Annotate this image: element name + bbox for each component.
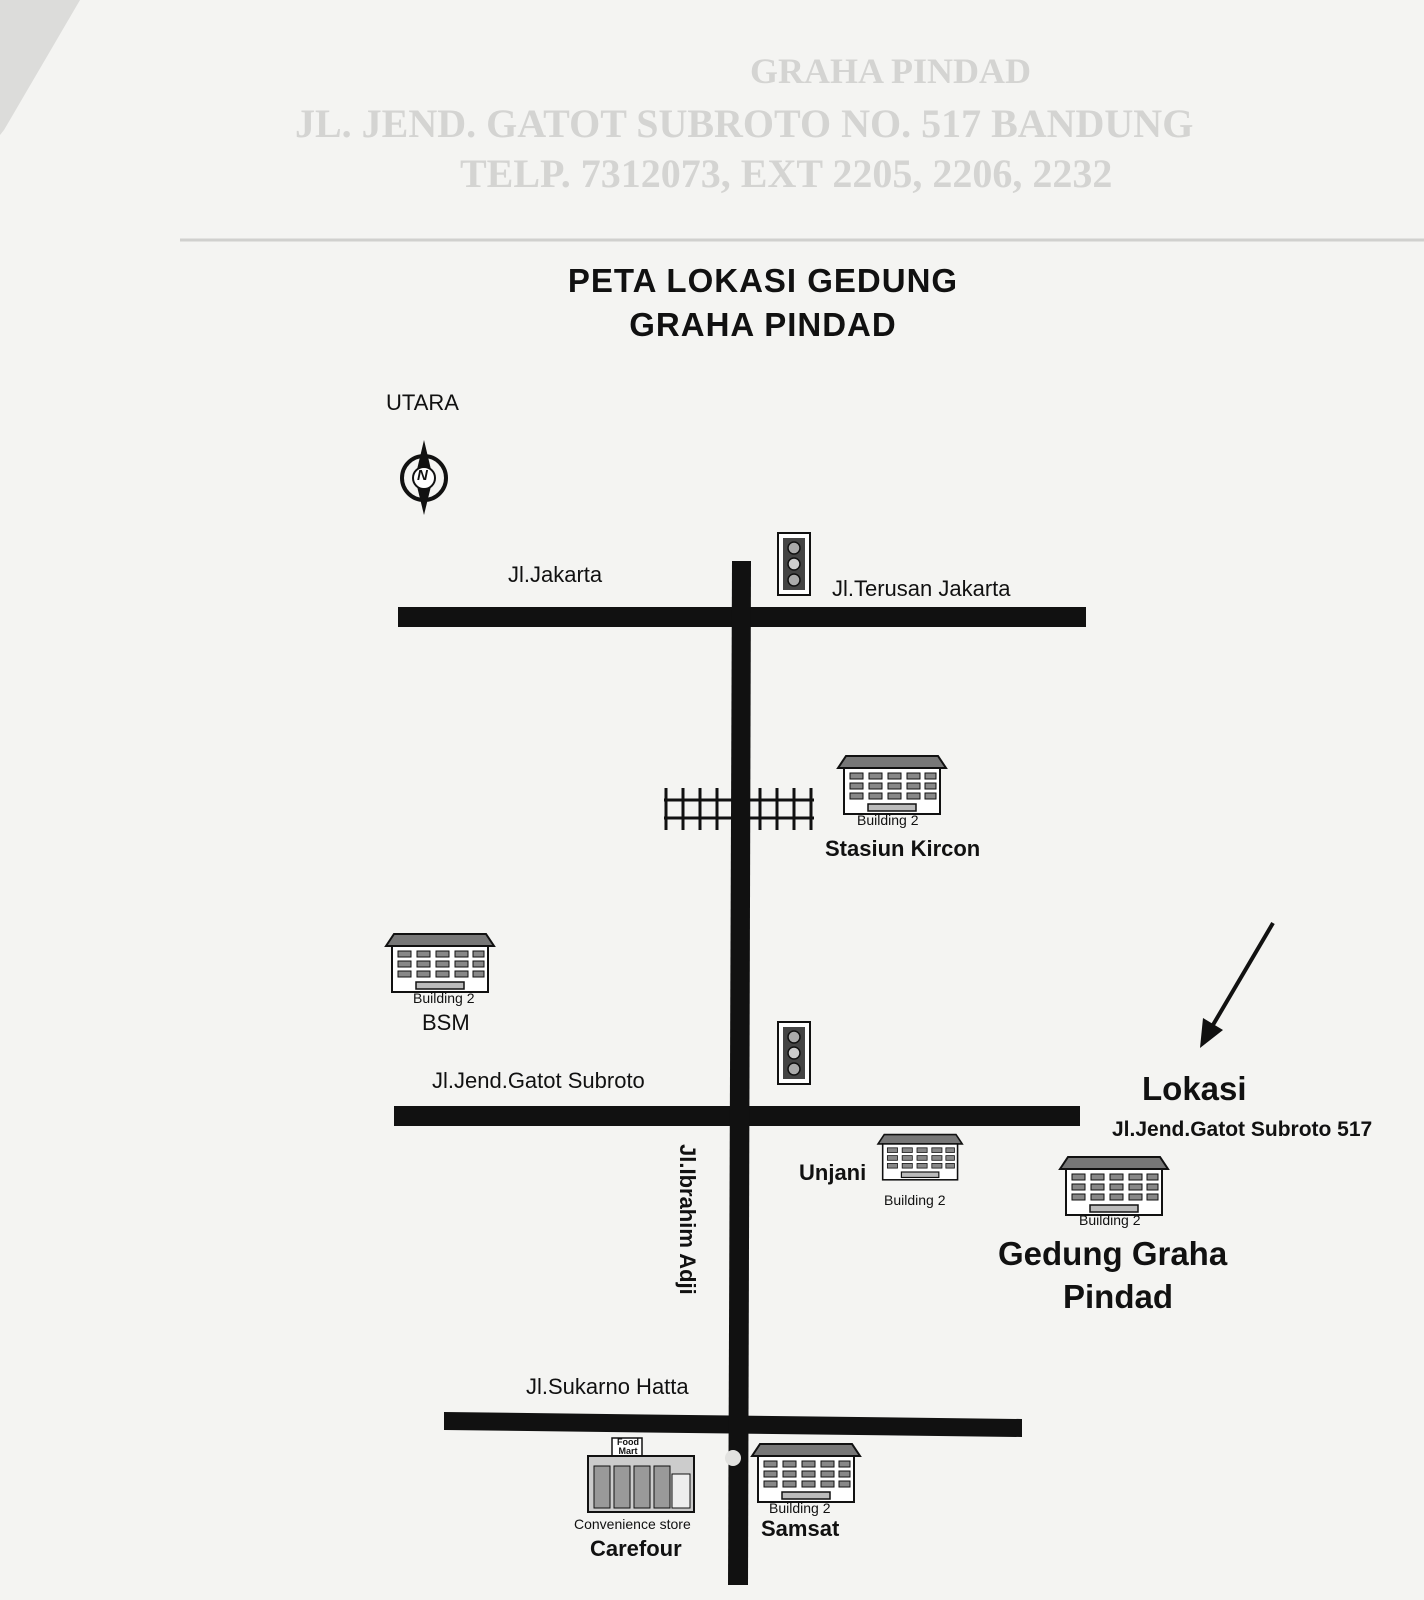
intersection-mark [725, 1450, 741, 1466]
traffic-light-icon [777, 532, 811, 596]
stasiun-kircon-label: Stasiun Kircon [825, 836, 981, 861]
samsat-caption: Building 2 [769, 1500, 831, 1516]
location-address: Jl.Jend.Gatot Subroto 517 [1112, 1118, 1373, 1141]
road-label-ibrahim-adji: Jl.Ibrahim Adji [675, 1144, 700, 1295]
page-title-line1: PETA LOKASI GEDUNG [567, 262, 959, 299]
building-icon [877, 1133, 964, 1181]
road-label-terusan-jakarta: Jl.Terusan Jakarta [832, 576, 1011, 601]
carefour-caption: Convenience store [574, 1516, 691, 1532]
page-title-line2: GRAHA PINDAD [629, 306, 897, 343]
graha-pindad-caption: Building 2 [1079, 1212, 1141, 1228]
bsm-label: BSM [422, 1010, 470, 1035]
traffic-light-icon [777, 1021, 811, 1085]
building-icon [1059, 1156, 1169, 1216]
graha-pindad-label-line2: Pindad [1063, 1278, 1174, 1315]
paper-fold [0, 0, 80, 135]
compass-letter: N [417, 467, 428, 484]
bsm-caption: Building 2 [413, 990, 475, 1006]
letterhead-line3: TELP. 7312073, EXT 2205, 2206, 2232 [460, 151, 1113, 196]
building-icon [837, 755, 947, 815]
samsat-label: Samsat [761, 1516, 840, 1541]
unjani-caption: Building 2 [884, 1192, 946, 1208]
carefour-sign: Food Mart [617, 1437, 639, 1456]
carefour-label: Carefour [590, 1536, 682, 1561]
building-icon [385, 933, 495, 993]
location-title: Lokasi [1142, 1070, 1247, 1107]
railway-icon [664, 788, 814, 830]
compass-label: UTARA [386, 390, 459, 415]
road-label-jakarta: Jl.Jakarta [508, 562, 603, 587]
stasiun-kircon-caption: Building 2 [857, 812, 919, 828]
compass-icon [400, 440, 448, 515]
road-label-gatot-subroto: Jl.Jend.Gatot Subroto [432, 1068, 645, 1093]
letterhead-line1: GRAHA PINDAD [750, 51, 1032, 91]
building-icon [751, 1443, 861, 1503]
unjani-label: Unjani [799, 1160, 867, 1185]
road-label-sukarno-hatta: Jl.Sukarno Hatta [526, 1374, 689, 1399]
road-ibrahim-adji [728, 561, 751, 1585]
location-arrow-icon [1200, 921, 1275, 1048]
graha-pindad-label-line1: Gedung Graha [998, 1235, 1228, 1272]
letterhead-line2: JL. JEND. GATOT SUBROTO NO. 517 BANDUNG [295, 101, 1194, 146]
store-icon [587, 1437, 695, 1513]
